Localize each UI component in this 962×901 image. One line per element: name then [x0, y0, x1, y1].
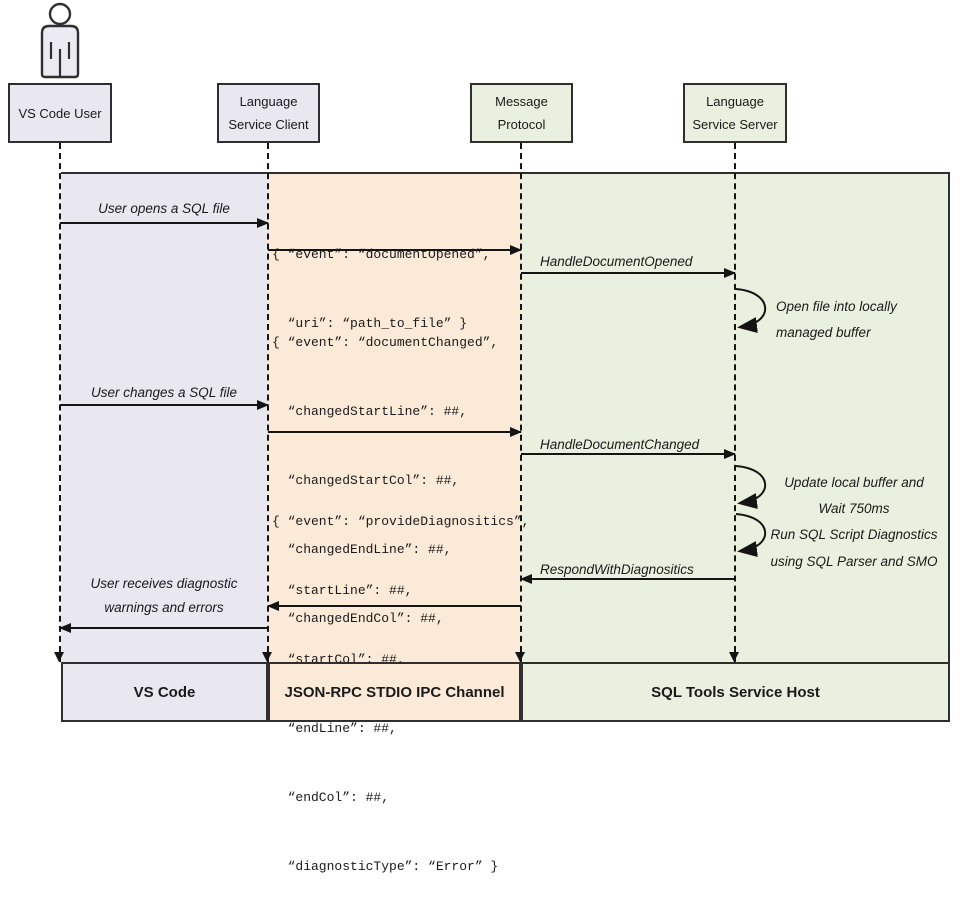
message-label-receive-diagnostics: User receives diagnostic warnings and er…	[90, 576, 238, 615]
actor-box-vscode-user: VS Code User	[8, 83, 112, 143]
json-payload-document-opened: { “event”: “documentOpened”, “uri”: “pat…	[272, 247, 491, 331]
message-arrow-document-opened	[268, 245, 522, 255]
down-arrow-server	[729, 652, 739, 662]
footer-box-ipc-channel: JSON-RPC STDIO IPC Channel	[268, 662, 521, 722]
lane-ipc-channel	[268, 172, 521, 662]
message-arrow-handle-document-opened	[521, 268, 736, 278]
note-update-buffer: Update local buffer and Wait 750ms	[784, 475, 924, 516]
footer-box-service-host: SQL Tools Service Host	[521, 662, 950, 722]
actor-box-message-protocol: Message Protocol	[470, 83, 573, 143]
actor-label: Message	[495, 94, 548, 109]
down-arrow-user	[54, 652, 64, 662]
actor-label: Language	[239, 94, 298, 109]
lifeline-server	[734, 143, 736, 662]
message-label-open-file: User opens a SQL file	[98, 201, 230, 216]
message-arrow-handle-document-changed	[521, 449, 736, 459]
message-label-change-file: User changes a SQL file	[90, 385, 238, 400]
message-arrow-change-file	[60, 400, 269, 410]
note-open-buffer: Open file into locally managed buffer	[776, 299, 897, 340]
message-label-handle-document-changed: HandleDocumentChanged	[540, 437, 700, 452]
lane-vscode	[61, 172, 268, 662]
message-arrow-open-file	[60, 218, 269, 228]
actor-label: Service Client	[228, 117, 309, 132]
message-label-handle-document-opened: HandleDocumentOpened	[540, 254, 693, 269]
actor-label: Service Server	[692, 117, 778, 132]
actor-box-language-service-server: Language Service Server	[683, 83, 787, 143]
lifeline-user	[59, 143, 61, 662]
message-arrow-document-changed	[268, 427, 522, 437]
actor-label: Protocol	[497, 117, 546, 132]
message-label-respond-with-diagnostics: RespondWithDiagnositics	[540, 562, 694, 577]
down-arrow-client	[262, 652, 272, 662]
message-arrow-respond-with-diagnostics	[520, 574, 735, 584]
actor-label: VS Code User	[18, 105, 102, 121]
lifeline-protocol	[520, 143, 522, 662]
lanes-frame	[61, 172, 950, 662]
message-arrow-receive-diagnostics	[59, 623, 268, 633]
actor-label: Language	[706, 94, 764, 109]
user-actor-icon	[40, 2, 80, 79]
note-run-diagnostics: Run SQL Script Diagnostics using SQL Par…	[770, 527, 938, 569]
actor-box-language-service-client: Language Service Client	[217, 83, 320, 143]
message-arrow-diagnostics-to-client	[267, 601, 521, 611]
footer-box-vscode: VS Code	[61, 662, 268, 722]
down-arrow-protocol	[515, 652, 525, 662]
